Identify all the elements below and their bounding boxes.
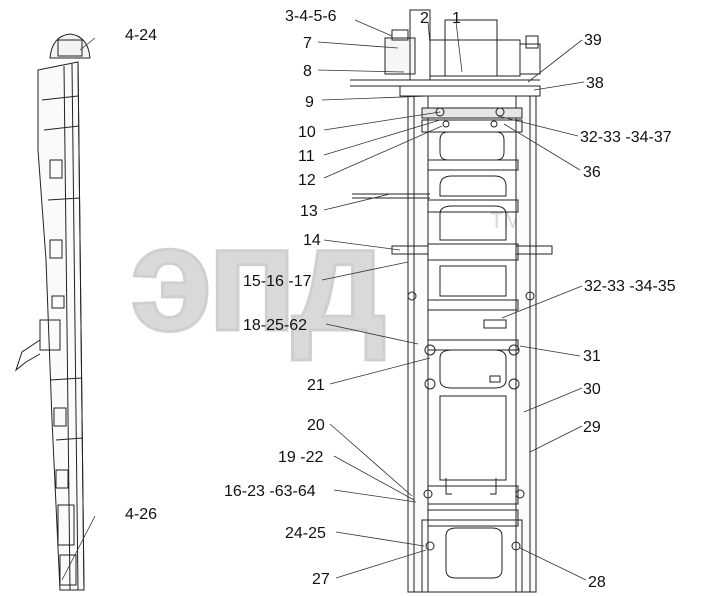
label-24-25: 24-25	[285, 525, 326, 542]
label-4-26: 4-26	[125, 506, 157, 523]
label-18-25-62: 18-25-62	[243, 317, 307, 334]
label-21: 21	[307, 377, 325, 394]
label-7: 7	[303, 35, 312, 52]
callout-labels: 4-24 4-26 3-4-5-6 2 1 7 8 9 10 11 12 13 …	[125, 8, 676, 591]
label-13: 13	[300, 203, 318, 220]
label-10: 10	[298, 124, 316, 141]
label-14: 14	[303, 232, 321, 249]
label-9: 9	[305, 94, 314, 111]
label-36: 36	[583, 164, 601, 181]
label-11: 11	[298, 148, 315, 165]
label-12: 12	[298, 172, 316, 189]
side-view-frame	[14, 33, 91, 591]
label-32-33-34-35: 32-33 -34-35	[584, 278, 676, 295]
label-8: 8	[303, 63, 312, 80]
label-1: 1	[452, 10, 461, 27]
label-15-16-17: 15-16 -17	[243, 273, 312, 290]
label-2: 2	[420, 10, 429, 27]
svg-text:эпд: эпд	[130, 194, 384, 362]
label-31: 31	[583, 348, 601, 365]
label-39: 39	[584, 32, 602, 49]
label-30: 30	[583, 381, 601, 398]
watermark: эпд TM	[129, 193, 522, 364]
label-27: 27	[312, 571, 330, 588]
label-32-33-34-37: 32-33 -34-37	[580, 129, 672, 146]
label-3-4-5-6: 3-4-5-6	[285, 8, 337, 25]
label-19-22: 19 -22	[278, 449, 323, 466]
leader-lines	[61, 19, 587, 581]
label-4-24: 4-24	[125, 27, 157, 44]
label-16-23-63-64: 16-23 -63-64	[224, 483, 316, 500]
label-29: 29	[583, 419, 601, 436]
label-20: 20	[307, 417, 325, 434]
label-38: 38	[586, 75, 604, 92]
label-28: 28	[588, 574, 606, 591]
